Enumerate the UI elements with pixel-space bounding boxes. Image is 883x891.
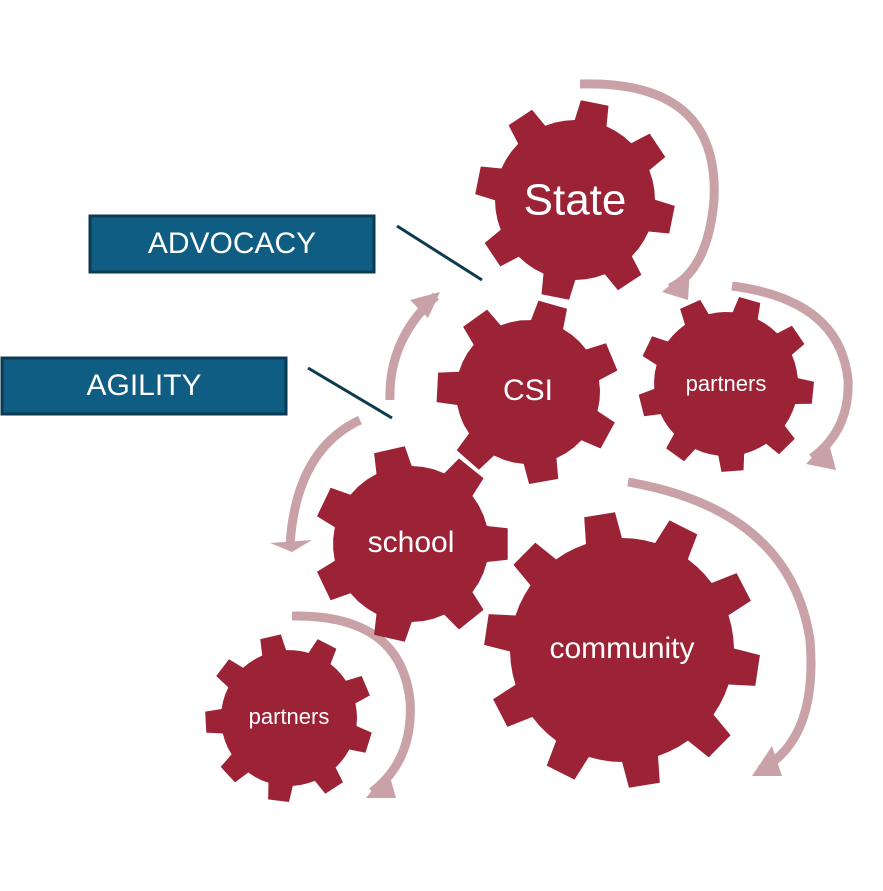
- partners-right-arrowhead: [806, 440, 836, 470]
- gear-csi: [436, 300, 618, 484]
- school-arrowhead: [270, 540, 312, 552]
- gear-label-school: school: [368, 526, 455, 559]
- state-rotation-arrow: [579, 79, 719, 293]
- agility-label: AGILITY: [86, 369, 201, 402]
- agility-connector-line: [307, 366, 393, 420]
- csi-arrowhead: [410, 292, 440, 318]
- advocacy-connector-line: [396, 224, 483, 282]
- gear-school: [317, 446, 508, 642]
- partners-left-rotation-arrow: [291, 611, 415, 796]
- gear-label-csi: CSI: [503, 374, 553, 407]
- partners-right-rotation-arrow: [731, 281, 853, 462]
- gear-label-partners-right: partners: [686, 371, 767, 396]
- agility-box: AGILITY: [0, 356, 288, 416]
- advocacy-box: ADVOCACY: [88, 214, 376, 274]
- arrowheads: [270, 268, 836, 798]
- community-arrowhead: [752, 746, 782, 776]
- gear-label-partners-left: partners: [249, 704, 330, 729]
- gears: [205, 100, 814, 802]
- gear-label-community: community: [549, 632, 694, 665]
- state-arrowhead: [662, 268, 690, 300]
- advocacy-label: ADVOCACY: [148, 227, 316, 260]
- partners-left-arrowhead: [366, 770, 396, 798]
- gear-label-state: State: [524, 176, 627, 225]
- rotation-arrows: [285, 79, 853, 796]
- gear-community: [484, 512, 760, 788]
- community-rotation-arrow: [627, 477, 816, 774]
- gear-partners-right: [638, 297, 814, 472]
- gear-state: [475, 100, 675, 300]
- school-rotation-arrow: [285, 415, 362, 546]
- gear-partners-left: [205, 634, 372, 802]
